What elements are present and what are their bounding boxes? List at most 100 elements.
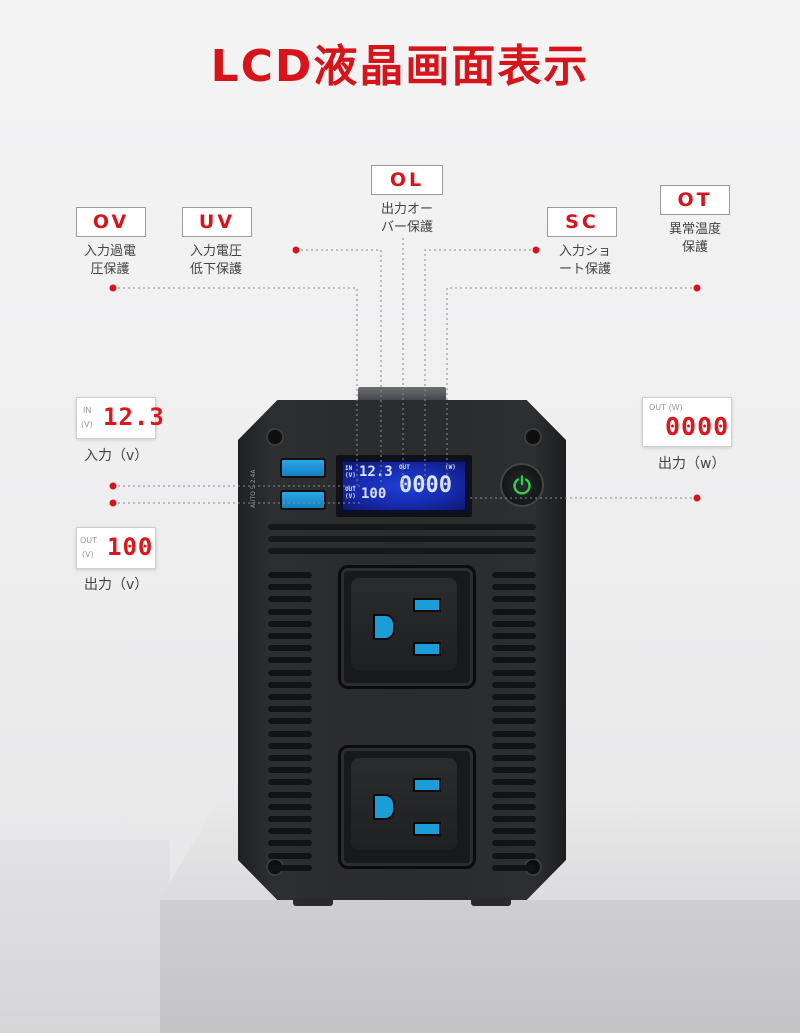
screw-icon xyxy=(524,428,542,446)
vent-slot xyxy=(268,779,312,786)
vent-slot xyxy=(492,852,536,859)
readout-output-v-prefix-bottom: (V) xyxy=(82,550,94,559)
vent-slot xyxy=(492,803,536,810)
readout-input-v-prefix-bottom: (V) xyxy=(81,420,93,429)
prong-icon xyxy=(413,778,441,792)
vent-slot xyxy=(268,742,312,749)
vent-slot xyxy=(268,706,312,713)
device-lcd-screen: IN (V) 12.3 OUT (V) 100 OUT (W) 0000 xyxy=(336,455,472,517)
vent-slot xyxy=(268,767,312,774)
vent-slot xyxy=(492,669,536,676)
ac-outlet-1[interactable] xyxy=(338,565,476,689)
vent-slot xyxy=(268,633,312,639)
page-title: LCD液晶画面表示 xyxy=(210,41,590,92)
usb-port-1[interactable] xyxy=(280,458,326,478)
vent-slot xyxy=(268,791,312,798)
prong-icon xyxy=(413,822,441,836)
tag-uv: UV xyxy=(182,207,252,237)
vent-slot xyxy=(268,572,312,578)
vent-slot xyxy=(268,536,536,542)
vent-slot xyxy=(492,572,536,578)
vent-slot xyxy=(268,718,312,725)
vent-slot xyxy=(268,584,312,591)
vent-slot xyxy=(492,779,536,786)
readout-output-v-value: 100 xyxy=(107,533,154,561)
pedestal-front xyxy=(160,900,800,1033)
vent-slot xyxy=(268,803,312,810)
vent-slot xyxy=(268,645,312,652)
vent-slot xyxy=(492,767,536,774)
inverter-device: AUTO 5-2.4A IN (V) 12.3 OUT (V) 100 OUT … xyxy=(238,387,566,906)
readout-input-v-prefix-top: IN xyxy=(83,406,92,415)
caption-output-v: 出力（v） xyxy=(84,577,149,593)
vent-slot xyxy=(492,828,536,835)
vent-slot xyxy=(492,596,536,603)
desc-ot-line2: 保護 xyxy=(681,240,708,255)
tag-sc: SC xyxy=(547,207,617,237)
vent-slot xyxy=(492,681,536,688)
vent-slot xyxy=(268,596,312,603)
tag-ol: OL xyxy=(371,165,443,195)
readout-output-w: OUT (W) 0000 xyxy=(642,397,732,447)
tag-ot: OT xyxy=(660,185,730,215)
vent-slot xyxy=(492,730,536,737)
tag-ov: OV xyxy=(76,207,146,237)
vent-slot xyxy=(268,755,312,761)
vent-slot xyxy=(268,669,312,676)
desc-ov: 入力過電 圧保護 xyxy=(66,243,154,279)
readout-input-v: IN (V) 12.3 xyxy=(76,397,164,439)
floor-background-left xyxy=(0,840,170,1033)
desc-ot: 異常温度 保護 xyxy=(652,221,738,257)
readout-output-w-prefix: OUT (W) xyxy=(649,403,683,412)
vent-slot xyxy=(492,755,536,761)
ground-pin-icon xyxy=(373,794,395,820)
lcd-out-unit: (V) xyxy=(345,493,356,500)
vent-slot xyxy=(268,840,312,847)
vent-slot xyxy=(268,681,312,688)
power-button[interactable] xyxy=(500,463,544,507)
vent-slot xyxy=(492,657,536,664)
readout-output-v-prefix-top: OUT xyxy=(80,536,98,545)
vent-slot xyxy=(492,608,536,615)
caption-output-w: 出力（w） xyxy=(658,456,726,472)
lcd-w-unit: (W) xyxy=(445,464,456,471)
desc-sc-line2: ート保護 xyxy=(558,262,611,277)
vent-slot xyxy=(492,706,536,713)
vent-slot xyxy=(268,657,312,664)
vent-slot xyxy=(492,620,536,627)
vent-slot xyxy=(268,524,536,530)
readout-input-v-value: 12.3 xyxy=(103,403,165,431)
vent-slot xyxy=(492,694,536,700)
caption-input-v: 入力（v） xyxy=(84,448,149,464)
usb-port-2[interactable] xyxy=(280,490,326,510)
vent-slot xyxy=(268,620,312,627)
desc-ol-line2: バー保護 xyxy=(380,220,433,235)
device-handle xyxy=(358,387,446,403)
readout-output-w-value: 0000 xyxy=(665,412,730,441)
lcd-w-label: OUT xyxy=(399,464,410,471)
lcd-in-label: IN xyxy=(345,465,353,472)
desc-ol: 出力オー バー保護 xyxy=(362,201,452,237)
desc-uv: 入力電圧 低下保護 xyxy=(172,243,260,279)
vent-slot xyxy=(492,633,536,639)
vent-slot xyxy=(492,816,536,822)
device-foot-right xyxy=(471,898,511,906)
vent-slot xyxy=(268,608,312,615)
vent-slot xyxy=(492,840,536,847)
desc-ov-line2: 圧保護 xyxy=(90,262,130,277)
prong-icon xyxy=(413,598,441,612)
vent-slot xyxy=(492,864,536,871)
vent-slot xyxy=(268,694,312,700)
desc-sc: 入力ショ ート保護 xyxy=(540,243,630,279)
device-foot-left xyxy=(293,898,333,906)
vent-slot xyxy=(492,584,536,591)
prong-icon xyxy=(413,642,441,656)
vent-slot xyxy=(492,718,536,725)
desc-ov-line1: 入力過電 xyxy=(83,244,136,259)
vent-slot xyxy=(268,816,312,822)
vent-slot xyxy=(268,864,312,871)
desc-uv-line1: 入力電圧 xyxy=(189,244,242,259)
desc-ol-line1: 出力オー xyxy=(380,202,433,217)
ac-outlet-2[interactable] xyxy=(338,745,476,869)
